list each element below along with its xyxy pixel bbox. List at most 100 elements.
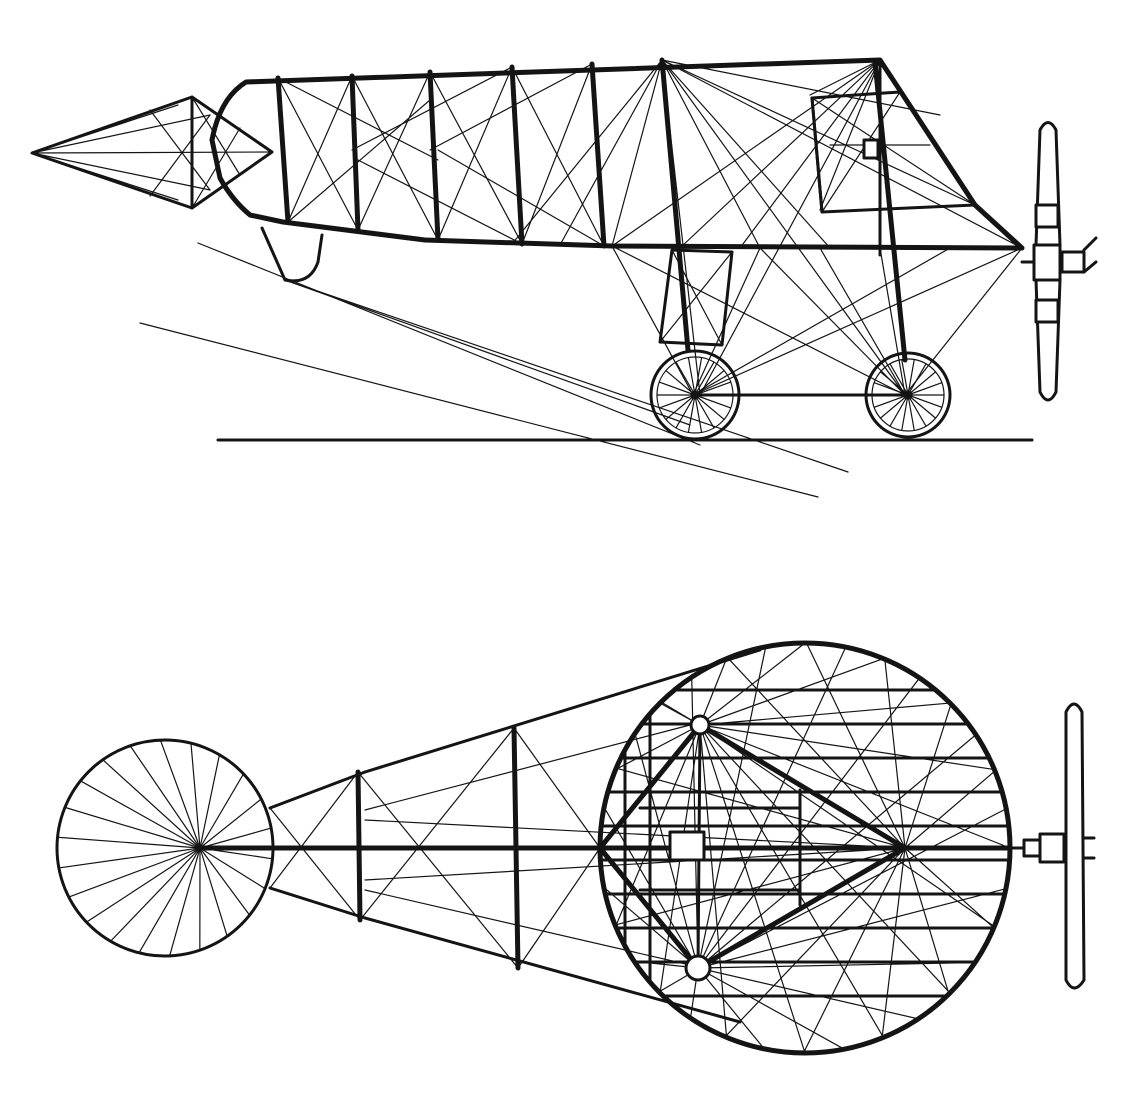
wheel-spoke xyxy=(901,358,909,396)
rigging-wire xyxy=(881,847,906,1039)
rigging-wire xyxy=(904,847,950,995)
wheel-spoke xyxy=(199,798,262,849)
rigging-wire xyxy=(603,886,699,969)
rigging-wire xyxy=(802,847,906,1054)
rigging-wire xyxy=(634,732,699,969)
rigging-wire xyxy=(699,724,951,994)
wheel-spoke xyxy=(199,847,266,890)
rigging-wire xyxy=(884,658,906,849)
wheel-spoke xyxy=(658,394,696,409)
wheel-spoke xyxy=(873,394,909,408)
wheel-spoke xyxy=(665,369,696,396)
wheel-spoke xyxy=(665,394,696,421)
rigging-wire xyxy=(697,677,921,969)
wheel-spoke xyxy=(687,394,696,434)
wheel-spoke xyxy=(879,394,909,419)
rigging-wire xyxy=(904,703,952,849)
rear-wheel xyxy=(864,351,952,439)
wheel-spoke xyxy=(169,847,201,957)
wheel-spoke xyxy=(694,394,715,429)
wheel-spoke xyxy=(694,394,703,434)
wheel-spoke xyxy=(79,780,201,849)
wheel-spoke xyxy=(694,361,715,396)
wheel-spoke xyxy=(199,847,228,937)
wheel-spoke xyxy=(907,394,943,408)
wheel-spoke xyxy=(64,806,201,849)
rigging-wire xyxy=(699,658,728,726)
plan-view xyxy=(55,640,1096,1056)
rigging-wire xyxy=(727,657,906,849)
wheel-spoke xyxy=(199,827,272,849)
wheel-spoke xyxy=(85,847,201,923)
fuselage-frame xyxy=(209,57,1025,363)
wheel-spoke xyxy=(907,363,927,396)
rigging-wire xyxy=(614,847,906,926)
cockpit-frame xyxy=(810,90,977,214)
rigging-wire xyxy=(724,847,906,1038)
rigging-wire xyxy=(805,642,906,849)
wheel-spoke xyxy=(199,847,251,916)
wheel-spoke xyxy=(694,356,703,396)
wheel-spoke xyxy=(675,361,696,396)
side-elevation-view xyxy=(30,57,1098,498)
wheel-spoke xyxy=(907,394,915,432)
rigging-wire xyxy=(697,808,1007,969)
wheel-spoke xyxy=(907,382,943,396)
undercarriage xyxy=(611,245,1023,397)
rigging-wire xyxy=(697,961,976,969)
wheel-spoke xyxy=(102,759,201,849)
fuselage-bracing xyxy=(277,63,605,247)
wheel-spoke xyxy=(907,358,915,396)
wheel-spoke xyxy=(58,847,201,869)
wheel-spoke xyxy=(109,847,201,942)
wheel-spoke xyxy=(687,356,696,396)
rigging-wire xyxy=(904,847,995,929)
wheel-spoke xyxy=(907,394,937,419)
rigging-wire xyxy=(699,724,1011,849)
wheel-spoke xyxy=(694,369,725,396)
rigging-wire xyxy=(615,724,701,771)
rigging-wire xyxy=(603,806,699,969)
wheel-spoke xyxy=(56,836,201,849)
rigging-wire xyxy=(699,702,951,726)
front-wheel xyxy=(649,349,741,441)
rigging-wire xyxy=(699,724,995,771)
rigging-wire xyxy=(697,967,845,1050)
rigging-wire xyxy=(697,967,919,1020)
rigging-wire xyxy=(699,724,728,1038)
front-skid xyxy=(260,226,324,283)
propeller-plan xyxy=(1008,702,1096,990)
wheel-spoke xyxy=(694,394,725,421)
wheel-spoke xyxy=(694,381,732,396)
rigging-wire xyxy=(699,724,885,1038)
wheel-spoke xyxy=(694,394,732,409)
wheel-spoke xyxy=(873,382,909,396)
propeller-side xyxy=(1020,121,1098,402)
wheel-spoke xyxy=(889,394,909,427)
rigging-wire xyxy=(699,724,995,928)
wheel-spoke xyxy=(199,754,221,849)
rigging-wire xyxy=(615,724,701,928)
wheel-spoke xyxy=(907,394,927,427)
ground-rigging-lines xyxy=(139,242,849,498)
large-wing-disk xyxy=(597,640,1013,1056)
rigging-wire xyxy=(697,888,1007,969)
rigging-wire xyxy=(697,967,765,1050)
nose-cone xyxy=(30,95,274,210)
rigging-wire xyxy=(599,845,906,849)
wheel-spoke xyxy=(879,371,909,396)
rigging-wire xyxy=(904,770,996,849)
wheel-spoke xyxy=(138,847,201,954)
wheel-spoke xyxy=(889,363,909,396)
wheel-spoke xyxy=(199,773,245,849)
wheel-spoke xyxy=(907,371,937,396)
rigging-wire xyxy=(697,734,977,969)
wheel-spoke xyxy=(190,742,201,849)
wheel-spoke xyxy=(658,381,696,396)
rigging-wire xyxy=(699,658,885,726)
small-wheel-disk xyxy=(55,738,275,958)
wheel-spoke xyxy=(129,745,201,849)
wheel-spoke xyxy=(159,739,201,849)
